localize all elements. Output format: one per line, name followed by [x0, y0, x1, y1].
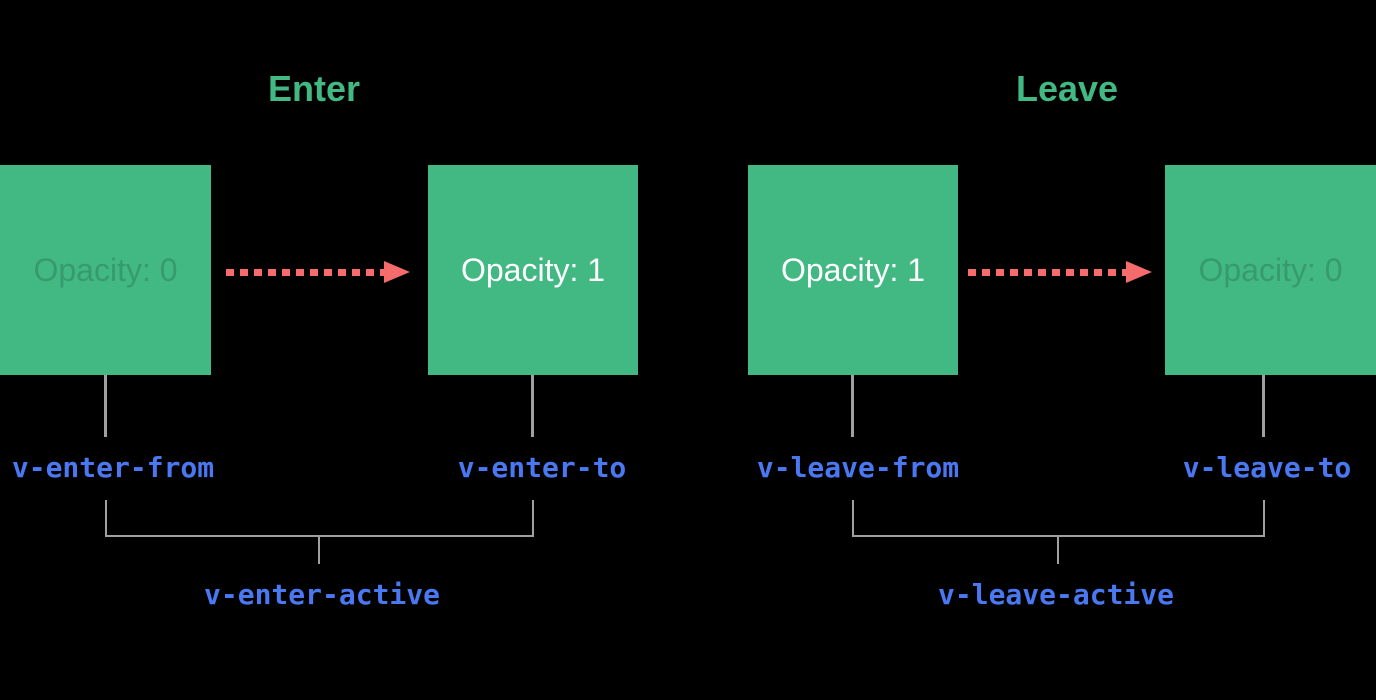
enter-from-connector-line	[104, 375, 107, 437]
leave-bracket-center-line	[1057, 537, 1059, 564]
enter-from-class-label: v-enter-from	[11, 451, 215, 484]
leave-arrow-head-icon	[1126, 261, 1152, 283]
leave-bracket-right-line	[1263, 500, 1265, 537]
leave-active-class-label: v-leave-active	[937, 578, 1175, 611]
enter-section-title: Enter	[267, 68, 361, 109]
enter-arrow-dashed-line	[226, 269, 384, 276]
enter-bracket-right-line	[532, 500, 534, 537]
enter-active-class-label: v-enter-active	[203, 578, 441, 611]
leave-bracket-left-line	[852, 500, 854, 537]
leave-to-box: Opacity: 0	[1165, 165, 1376, 375]
leave-bracket-horizontal-line	[852, 535, 1265, 537]
enter-arrow-head-icon	[384, 261, 410, 283]
enter-from-box: Opacity: 0	[0, 165, 211, 375]
enter-bracket-left-line	[105, 500, 107, 537]
leave-arrow-dashed-line	[968, 269, 1126, 276]
enter-bracket-center-line	[318, 537, 320, 564]
leave-to-class-label: v-leave-to	[1182, 451, 1352, 484]
leave-section-title: Leave	[1015, 68, 1119, 109]
leave-from-box-label: Opacity: 1	[780, 251, 926, 288]
leave-from-box: Opacity: 1	[748, 165, 958, 375]
leave-to-box-label: Opacity: 0	[1198, 251, 1343, 288]
enter-bracket-horizontal-line	[105, 535, 534, 537]
leave-to-connector-line	[1262, 375, 1265, 437]
enter-to-box: Opacity: 1	[428, 165, 638, 375]
leave-from-connector-line	[851, 375, 854, 437]
enter-from-box-label: Opacity: 0	[33, 251, 178, 288]
enter-to-class-label: v-enter-to	[457, 451, 627, 484]
enter-to-connector-line	[531, 375, 534, 437]
leave-from-class-label: v-leave-from	[756, 451, 960, 484]
enter-to-box-label: Opacity: 1	[460, 251, 606, 288]
